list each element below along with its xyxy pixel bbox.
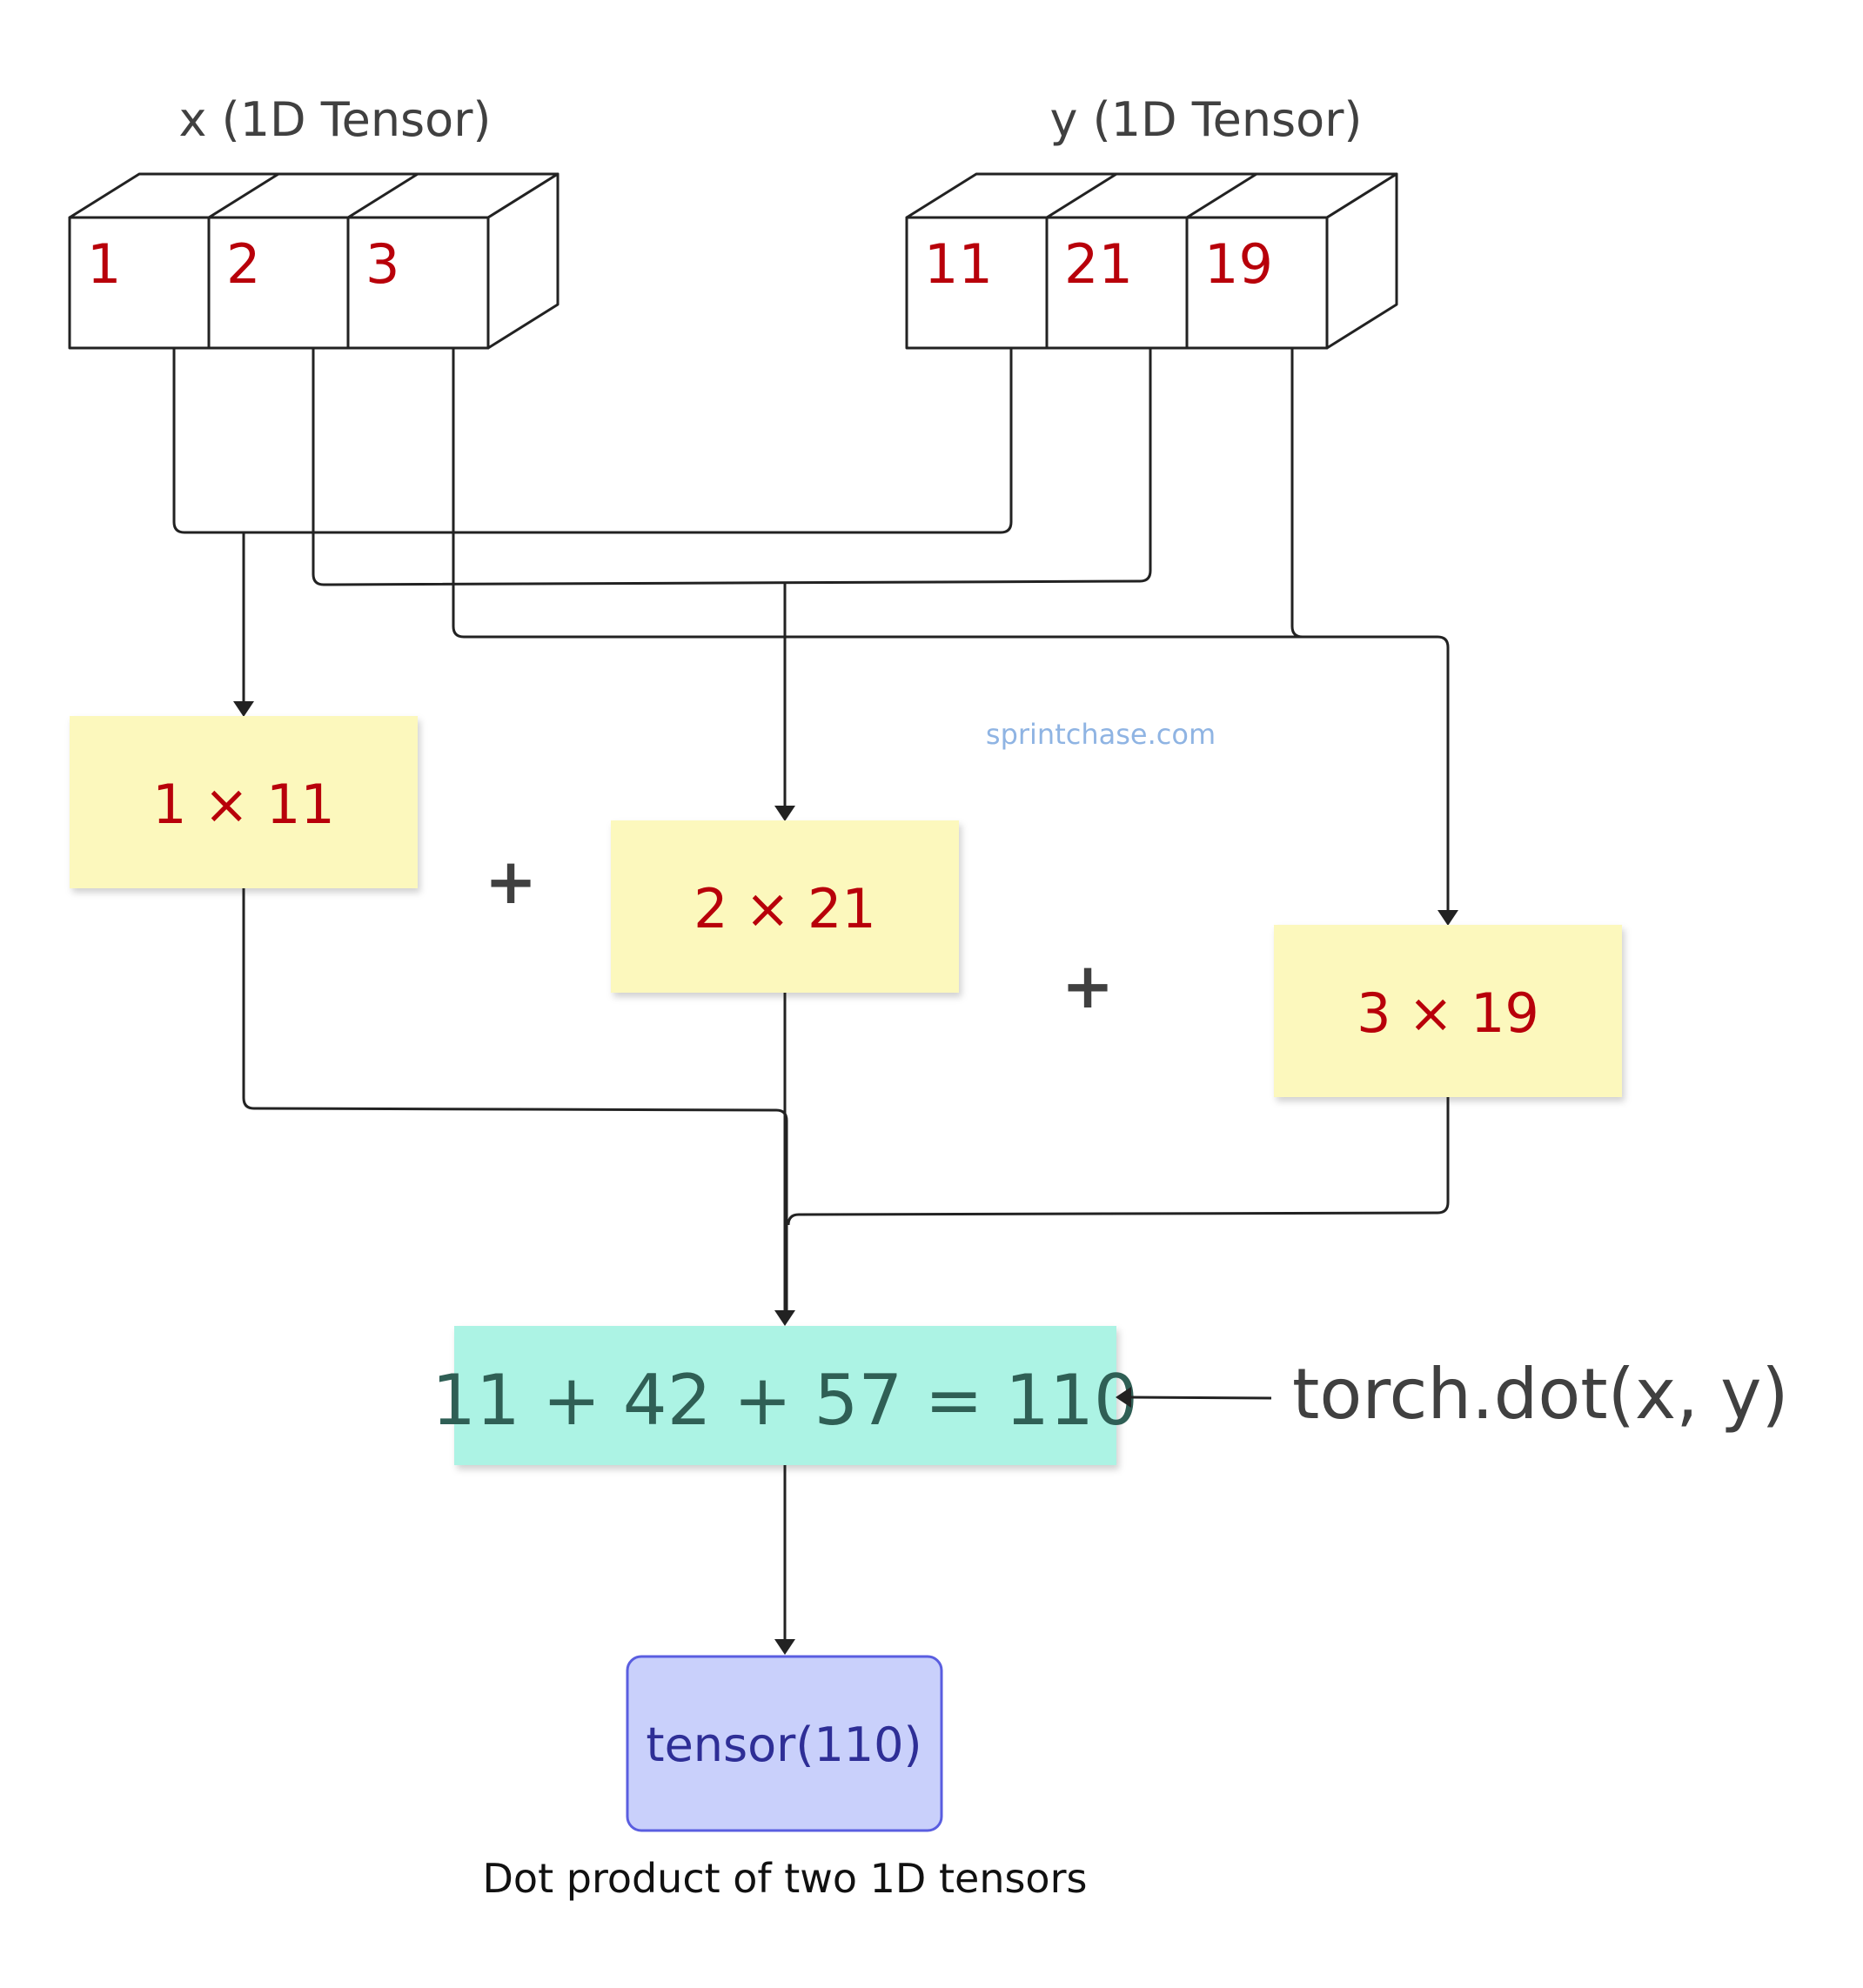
tensor-x-cell bbox=[346, 216, 490, 350]
result-box: tensor(110) bbox=[626, 1655, 943, 1832]
tensor-y-value: 19 bbox=[1204, 232, 1273, 296]
tensor-x-cell bbox=[68, 216, 211, 350]
tensor-y-title: y (1D Tensor) bbox=[1050, 92, 1363, 147]
tensor-y-cell bbox=[905, 216, 1049, 350]
product-box: 2 × 21 bbox=[611, 820, 959, 993]
product-label: 2 × 21 bbox=[694, 877, 876, 940]
input-connectors bbox=[172, 348, 1450, 914]
sum-connectors bbox=[242, 888, 1450, 1314]
tensor-y-cell bbox=[1185, 216, 1329, 350]
tensor-x-box: 1 2 3 bbox=[68, 172, 560, 350]
arrow-head-icon bbox=[1437, 910, 1458, 926]
product-box: 1 × 11 bbox=[70, 716, 418, 888]
tensor-x-title: x (1D Tensor) bbox=[179, 92, 492, 147]
product-label: 3 × 19 bbox=[1357, 981, 1539, 1045]
plus-sign: + bbox=[485, 845, 537, 918]
result-label: tensor(110) bbox=[646, 1717, 921, 1772]
sum-box: 11 + 42 + 57 = 110 bbox=[432, 1326, 1138, 1465]
function-call-label: torch.dot(x, y) bbox=[1292, 1354, 1789, 1435]
tensor-x-value: 2 bbox=[226, 232, 260, 296]
arrow-head-icon bbox=[774, 1639, 795, 1655]
tensor-y-value: 11 bbox=[924, 232, 993, 296]
tensor-y-box: 11 21 19 bbox=[905, 172, 1398, 350]
plus-sign: + bbox=[1062, 949, 1114, 1022]
arrow-head-icon bbox=[233, 701, 254, 717]
tensor-x-value: 3 bbox=[365, 232, 399, 296]
product-box: 3 × 19 bbox=[1274, 925, 1622, 1097]
diagram-caption: Dot product of two 1D tensors bbox=[483, 1855, 1088, 1902]
product-label: 1 × 11 bbox=[152, 773, 335, 836]
arrow-head-icon bbox=[1116, 1387, 1131, 1408]
sum-label: 11 + 42 + 57 = 110 bbox=[432, 1360, 1138, 1441]
function-arrow bbox=[1129, 1396, 1272, 1400]
arrow-head-icon bbox=[774, 806, 795, 821]
tensor-x-value: 1 bbox=[87, 232, 121, 296]
watermark: sprintchase.com bbox=[986, 718, 1216, 751]
arrow-head-icon bbox=[774, 1310, 795, 1326]
tensor-y-value: 21 bbox=[1064, 232, 1133, 296]
